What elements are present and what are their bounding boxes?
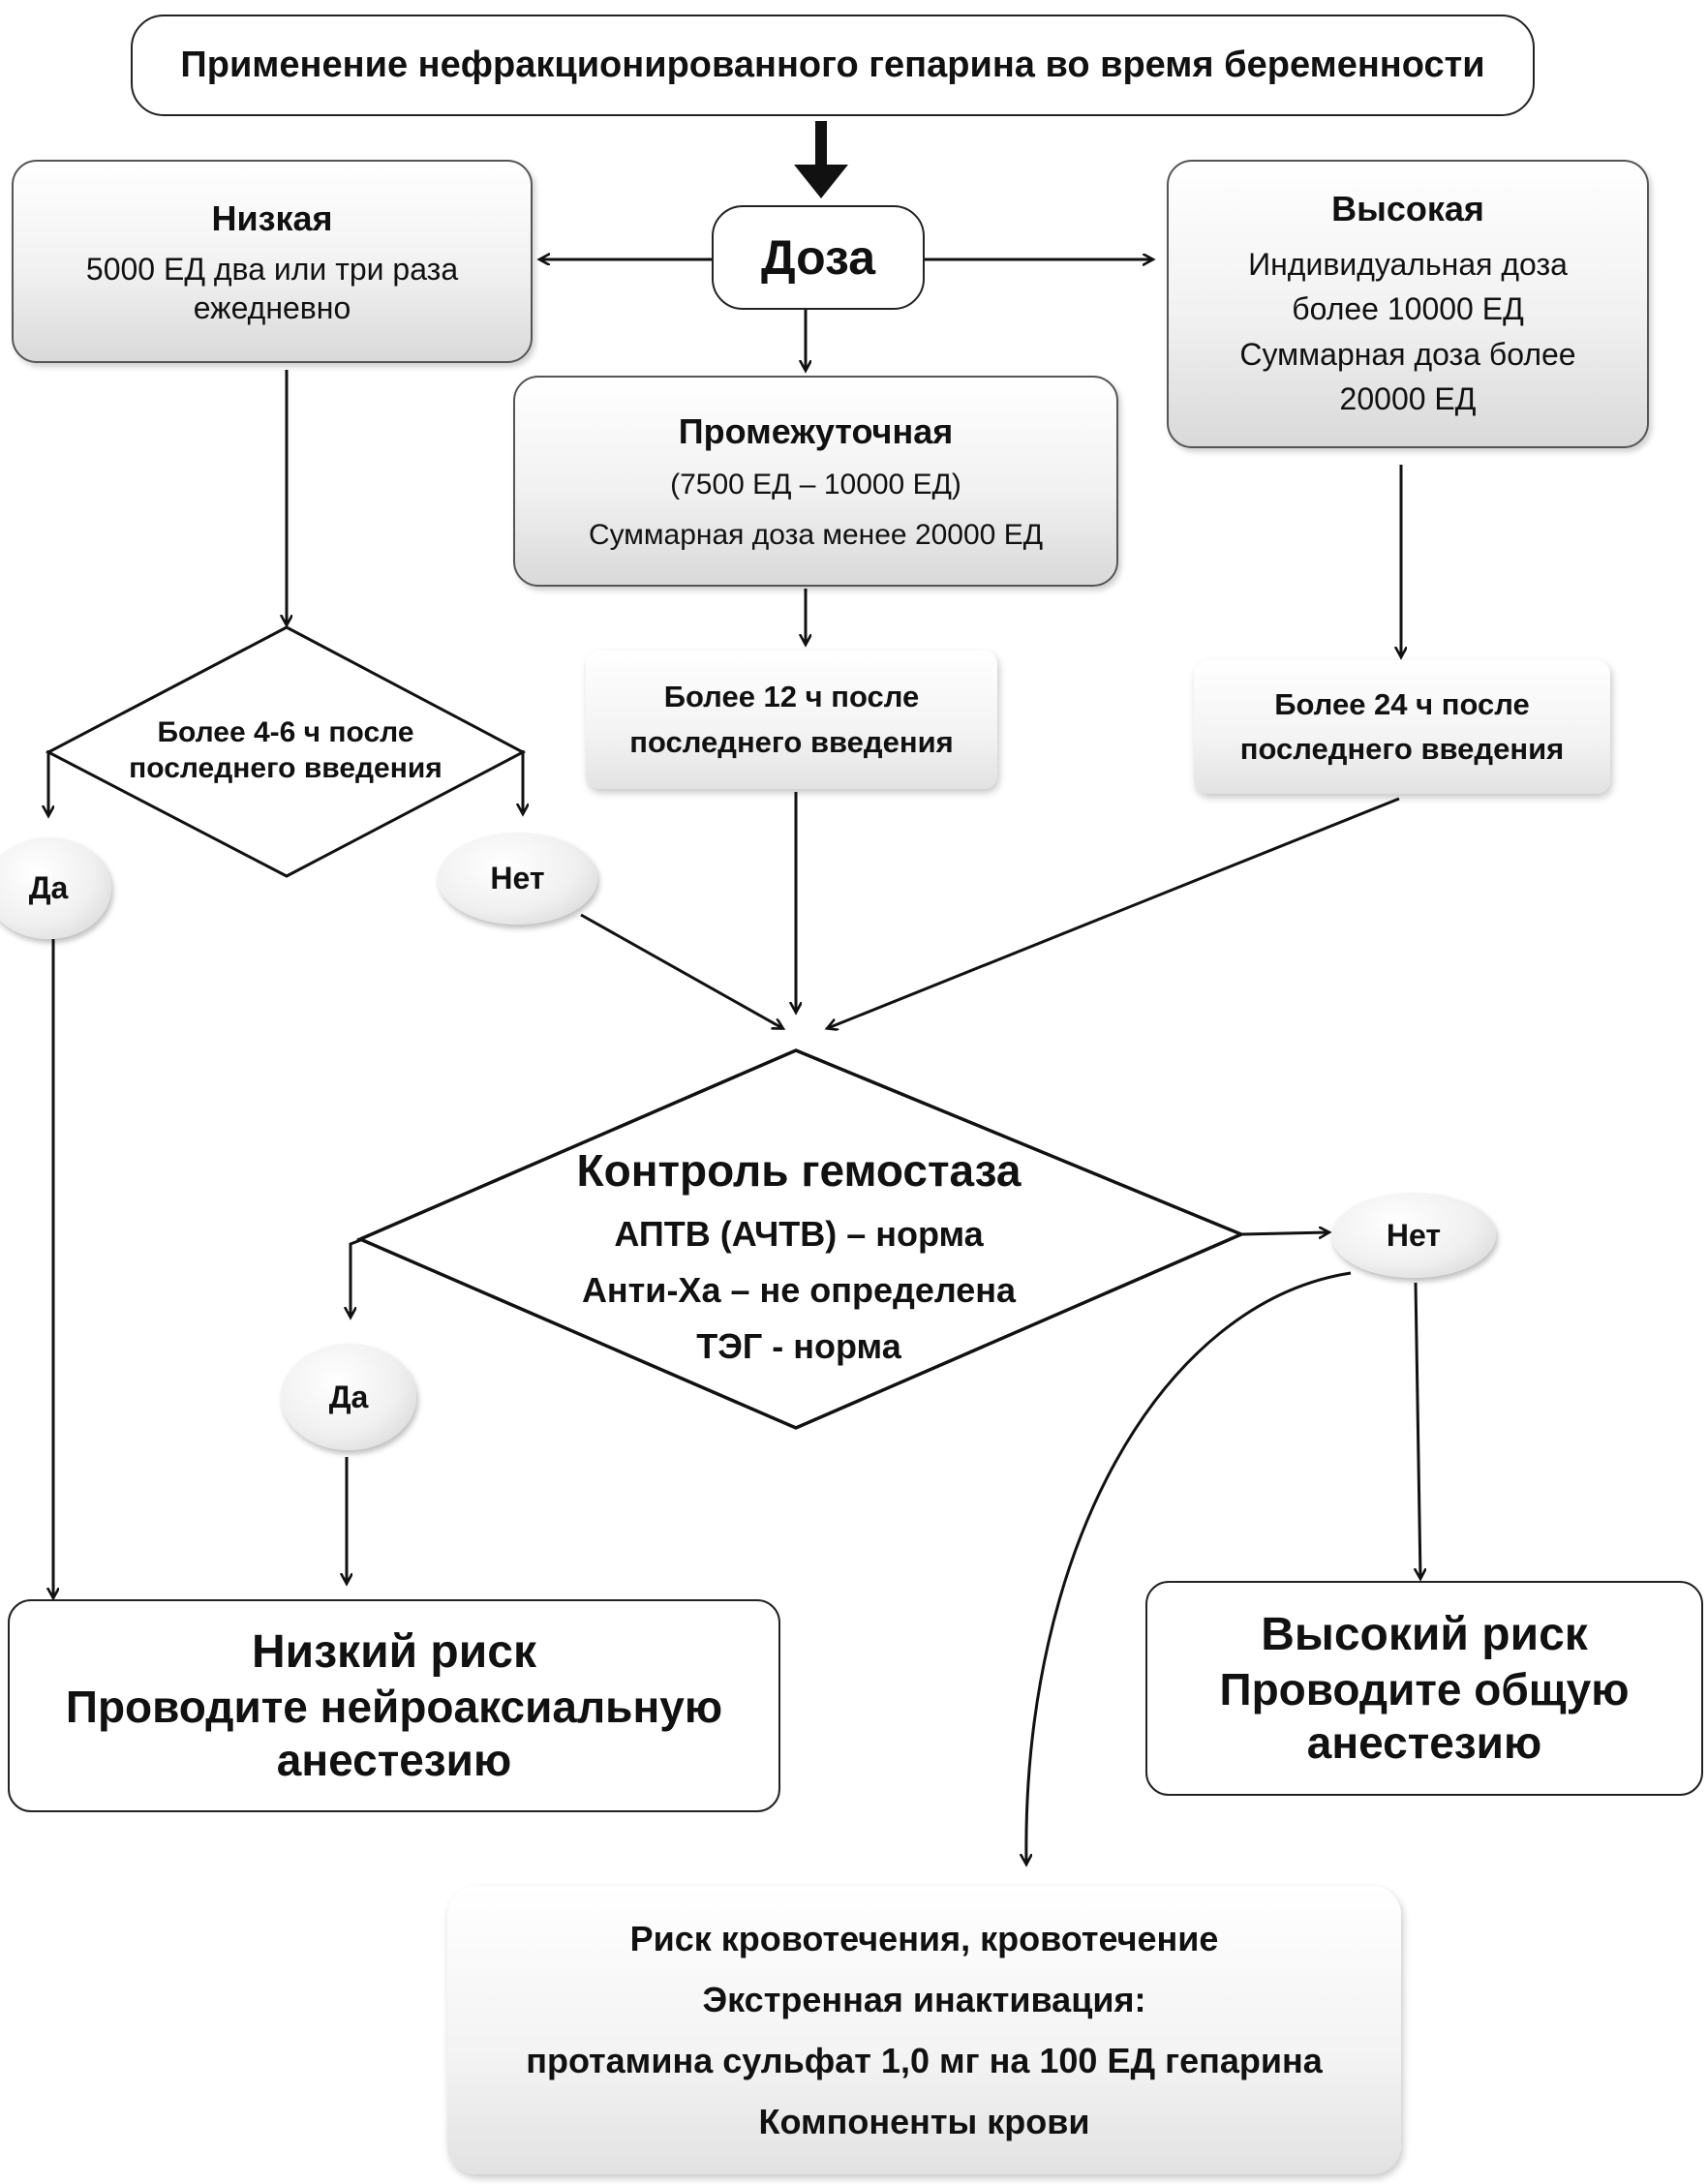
arrow-24h-to-hemostasis [828, 797, 1400, 1028]
title-box: Применение нефракционированного гепарина… [131, 15, 1535, 116]
bleeding-line: Экстренная инактивация: [702, 1980, 1146, 2019]
hemostasis-text: Контроль гемостаза АПТВ (АЧТВ) – норма А… [503, 1142, 1094, 1375]
arrow-no-to-bleeding [1026, 1271, 1352, 1864]
no-oval-upper: Нет [438, 833, 597, 925]
low-decision-line: Более 4-6 ч после [157, 715, 414, 748]
arrow-no-to-hemostasis [580, 913, 782, 1028]
low-risk-line: анестезию [276, 1734, 512, 1785]
high-risk-heading: Высокий риск [1261, 1609, 1588, 1661]
hemostasis-line: Анти-Ха – не определена [581, 1269, 1017, 1310]
high-dose-heading: Высокая [1331, 188, 1484, 228]
low-dose-line: 5000 ЕД два или три раза [85, 251, 459, 287]
low-risk-line: Проводите нейроаксиальную [65, 1681, 723, 1732]
intermediate-dose-line: Суммарная доза менее 20000 ЕД [588, 518, 1044, 551]
dose-label: Доза [760, 229, 876, 285]
bleeding-line: Компоненты крови [758, 2102, 1090, 2141]
arrow-head-title-to-dose [794, 165, 848, 198]
low-risk-heading: Низкий риск [252, 1626, 536, 1679]
high-risk-line: Проводите общую [1219, 1663, 1630, 1714]
high-dose-line: 20000 ЕД [1339, 380, 1477, 416]
wait-12h-box: Более 12 ч после последнего введения [586, 651, 997, 789]
low-decision-text: Более 4-6 ч после последнего введения [87, 692, 484, 808]
high-dose-line: более 10000 ЕД [1292, 291, 1524, 327]
low-dose-box: Низкая 5000 ЕД два или три раза ежедневн… [12, 160, 533, 363]
bleeding-box: Риск кровотечения, кровотечение Экстренн… [447, 1886, 1401, 2174]
no-oval-right: Нет [1331, 1193, 1496, 1278]
low-dose-heading: Низкая [211, 197, 333, 238]
high-dose-box: Высокая Индивидуальная доза более 10000 … [1167, 160, 1649, 448]
hemostasis-diamond [355, 1048, 1246, 1430]
wait-24h-box: Более 24 ч после последнего введения [1194, 660, 1610, 794]
low-dose-line: ежедневно [193, 289, 351, 325]
arrow-no-to-high-risk [1416, 1282, 1420, 1578]
wait-24h-line: Более 24 ч после [1274, 686, 1530, 721]
intermediate-dose-line: (7500 ЕД – 10000 ЕД) [670, 469, 961, 500]
decision-diamond [45, 625, 527, 878]
hemostasis-heading: Контроль гемостаза [576, 1144, 1022, 1196]
low-risk-box: Низкий риск Проводите нейроаксиальную ан… [8, 1599, 780, 1812]
intermediate-dose-heading: Промежуточная [678, 411, 954, 451]
dose-box: Доза [712, 205, 925, 310]
hemostasis-line: АПТВ (АЧТВ) – норма [614, 1214, 984, 1255]
high-dose-line: Индивидуальная доза [1248, 246, 1568, 282]
bleeding-line: Риск кровотечения, кровотечение [629, 1919, 1219, 1958]
arrow-hemostasis-to-no [1240, 1232, 1328, 1234]
yes-oval-left: Да [0, 837, 111, 939]
page-title: Применение нефракционированного гепарина… [180, 44, 1485, 85]
low-decision-line: последнего введения [129, 752, 442, 784]
high-dose-line: Суммарная доза более [1239, 336, 1576, 372]
arrow-hemostasis-to-yes [351, 1237, 364, 1317]
wait-12h-line: последнего введения [629, 724, 954, 759]
high-risk-line: анестезию [1306, 1716, 1542, 1768]
wait-24h-line: последнего введения [1239, 732, 1565, 766]
high-risk-box: Высокий риск Проводите общую анестезию [1145, 1581, 1703, 1796]
intermediate-dose-box: Промежуточная (7500 ЕД – 10000 ЕД) Сумма… [513, 376, 1118, 587]
yes-oval-lower: Да [281, 1344, 416, 1450]
wait-12h-line: Более 12 ч после [663, 680, 920, 713]
bleeding-line: протамина сульфат 1,0 мг на 100 ЕД гепар… [526, 2041, 1323, 2080]
hemostasis-line: ТЭГ - норма [696, 1325, 901, 1366]
